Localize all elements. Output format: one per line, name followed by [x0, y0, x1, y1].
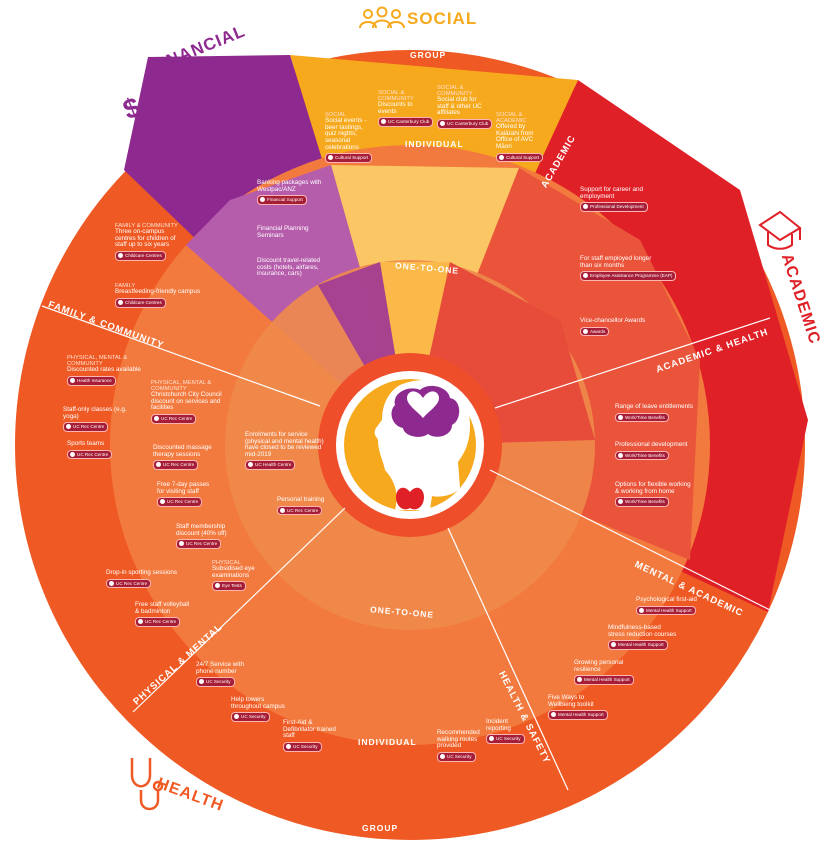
ring-individual-bottom: INDIVIDUAL	[358, 737, 417, 747]
item-travel-discount: Discount travel-related costs (hotels, a…	[257, 257, 320, 278]
item-staff-classes: Staff-only classes (e.g. yoga)UC Rec Cen…	[63, 406, 138, 433]
badge[interactable]: UC Canterbury Club	[437, 118, 493, 129]
badge[interactable]: Financial Support	[257, 195, 307, 206]
item-fin-planning: Financial Planning Seminars	[257, 225, 309, 239]
ring-individual-top: INDIVIDUAL	[405, 139, 464, 149]
badge[interactable]: UC Rec Centre	[153, 460, 199, 471]
divider-mental	[489, 469, 771, 611]
ring-group-top: GROUP	[410, 50, 447, 60]
divider-academic-health	[494, 317, 771, 409]
stethoscope-icon	[130, 758, 164, 811]
item-long-service: For staff employed longer than six month…	[580, 255, 677, 282]
badge[interactable]: Eye Tests	[212, 581, 246, 592]
badge[interactable]: UC Rec Centre	[67, 449, 113, 460]
badge[interactable]: Work/Time Benefits	[615, 497, 669, 508]
badge[interactable]: Professional Development	[580, 202, 648, 213]
badge[interactable]: UC Security	[283, 741, 322, 752]
category-social: SOCIAL	[407, 9, 478, 28]
badge[interactable]: UC Rec Centre	[106, 578, 152, 589]
graduation-cap-icon	[758, 210, 802, 250]
badge[interactable]: UC Rec Centre	[151, 413, 197, 424]
badge[interactable]: UC Rec Centre	[176, 539, 222, 550]
ring-group-bottom: GROUP	[362, 823, 399, 833]
badge[interactable]: Work/Time Benefits	[615, 450, 669, 461]
item-enrolments: Enrolments for service (physical and men…	[245, 431, 325, 471]
badge[interactable]: Mental Health Support	[548, 710, 608, 721]
badge[interactable]: UC Rec Centre	[135, 617, 181, 628]
badge[interactable]: Employee Assistance Programme (EAP)	[580, 271, 677, 282]
social-people-icon	[359, 6, 405, 29]
divider-physical	[132, 507, 346, 713]
apple-leaf-icon	[409, 480, 419, 491]
apple-icon	[396, 487, 424, 510]
badge[interactable]: UC Security	[437, 751, 476, 762]
badge[interactable]: Awards	[580, 326, 610, 337]
badge[interactable]: UC Rec Centre	[63, 422, 109, 433]
badge[interactable]: Childcare Centres	[115, 250, 166, 261]
badge[interactable]: Mental Health Support	[608, 640, 668, 651]
badge[interactable]: UC Security	[196, 677, 235, 688]
badge[interactable]: Cultural Support	[325, 153, 373, 163]
badge[interactable]: UC Health Centre	[245, 460, 296, 471]
badge[interactable]: Health Insurance	[67, 375, 116, 386]
badge[interactable]: UC Canterbury Club	[378, 117, 434, 128]
badge[interactable]: Work/Time Benefits	[615, 412, 669, 423]
item-flexible: Options for flexible working & working f…	[615, 481, 695, 508]
badge[interactable]: Mental Health Support	[636, 605, 696, 616]
item-membership: Staff membership discount (40% off)UC Re…	[176, 523, 236, 550]
heart-icon	[407, 391, 439, 418]
badge[interactable]: UC Rec Centre	[157, 497, 203, 508]
divider-family	[41, 305, 321, 407]
badge[interactable]: UC Security	[486, 734, 525, 745]
divider-health-safety	[447, 527, 569, 791]
badge[interactable]: Childcare Centres	[115, 297, 166, 308]
badge[interactable]: Mental Health Support	[574, 675, 634, 686]
badge[interactable]: Cultural Support	[496, 152, 544, 163]
item-mindfulness: Mindfulness-based stress reduction cours…	[608, 624, 678, 651]
badge[interactable]: UC Rec Centre	[277, 505, 323, 516]
badge[interactable]: UC Security	[231, 712, 270, 723]
